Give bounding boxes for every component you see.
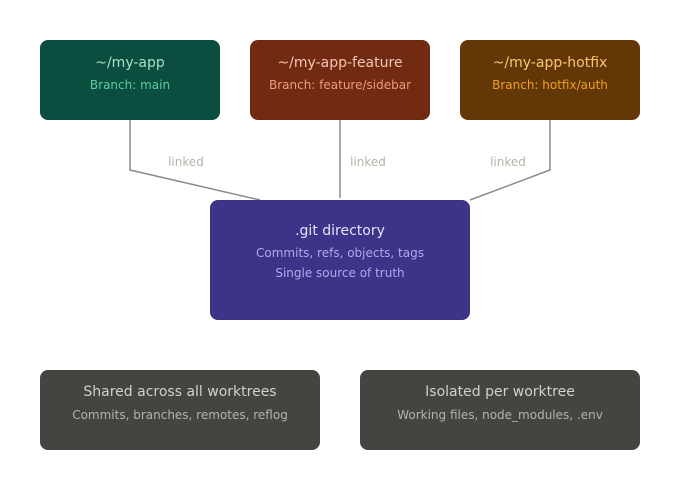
worktree-box-hotfix: ~/my-app-hotfix Branch: hotfix/auth [460,40,640,120]
worktree-path: ~/my-app-feature [277,55,403,71]
git-directory-contents: Commits, refs, objects, tags [256,246,424,260]
link-line-main [129,120,261,201]
isolated-title: Isolated per worktree [425,384,575,400]
worktree-branch: Branch: hotfix/auth [492,78,608,92]
isolated-info-box: Isolated per worktree Working files, nod… [360,370,640,450]
link-label-main: linked [168,155,204,169]
git-directory-title: .git directory [295,223,385,239]
worktree-path: ~/my-app-hotfix [492,55,608,71]
shared-subtitle: Commits, branches, remotes, reflog [72,408,288,422]
git-directory-box: .git directory Commits, refs, objects, t… [210,200,470,320]
worktree-box-main: ~/my-app Branch: main [40,40,220,120]
worktree-path: ~/my-app [95,55,165,71]
worktree-branch: Branch: feature/sidebar [268,78,412,92]
isolated-subtitle: Working files, node_modules, .env [397,408,603,422]
link-label-feature: linked [350,155,386,169]
worktree-box-feature: ~/my-app-feature Branch: feature/sidebar [250,40,430,120]
shared-info-box: Shared across all worktrees Commits, bra… [40,370,320,450]
shared-title: Shared across all worktrees [83,384,277,400]
link-label-hotfix: linked [490,155,526,169]
worktree-branch: Branch: main [89,78,171,92]
link-line-hotfix [469,120,551,201]
git-directory-note: Single source of truth [275,266,405,280]
